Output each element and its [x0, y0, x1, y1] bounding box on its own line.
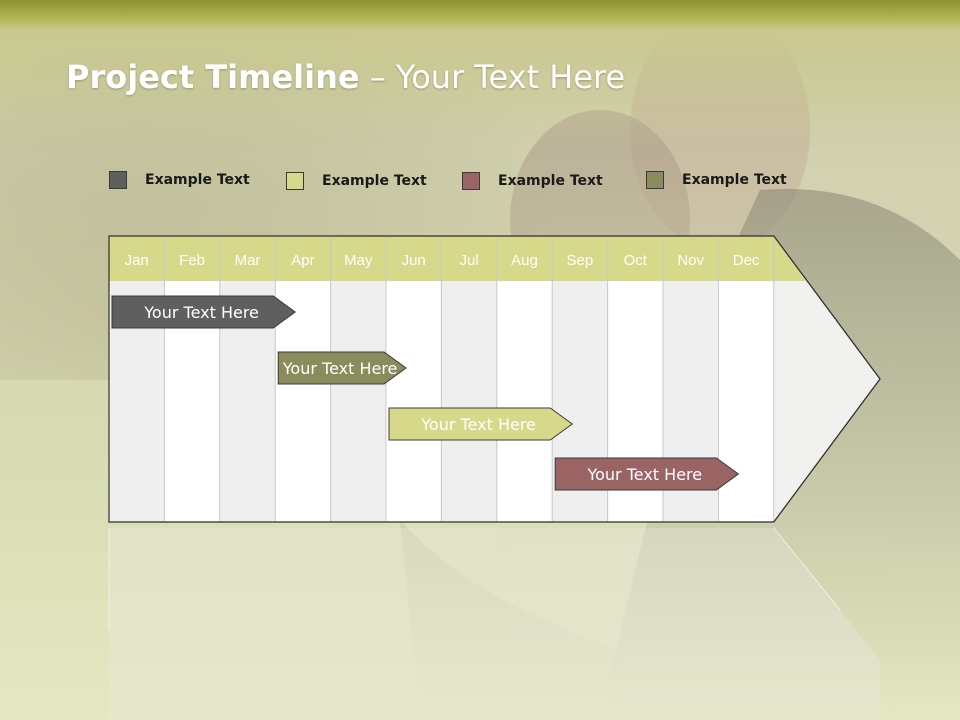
- month-column: [331, 281, 386, 521]
- task-bar-label: Your Text Here: [143, 303, 259, 322]
- month-column: [718, 281, 774, 521]
- task-bar-label: Your Text Here: [282, 359, 398, 378]
- month-label: Mar: [235, 252, 261, 269]
- month-label: Feb: [179, 252, 205, 269]
- title-bold: Project Timeline: [66, 58, 360, 96]
- legend-swatch: [109, 171, 127, 189]
- month-label: Sep: [567, 252, 594, 269]
- reflection-edge: [773, 527, 841, 611]
- task-bar: [388, 407, 574, 441]
- month-label: May: [344, 252, 373, 269]
- month-column: [497, 281, 552, 521]
- month-label: Oct: [624, 252, 648, 269]
- legend-swatch: [286, 172, 304, 190]
- timeline-outline: [108, 235, 881, 523]
- month-column: [275, 281, 331, 521]
- month-label: Aug: [511, 252, 538, 269]
- month-header-band: [109, 236, 806, 281]
- title-rest: – Your Text Here: [359, 58, 626, 96]
- legend-label: Example Text: [322, 173, 427, 189]
- task-bar-label: Your Text Here: [420, 415, 536, 434]
- task-bar-label: Your Text Here: [586, 465, 702, 484]
- month-column: [441, 281, 497, 521]
- legend-label: Example Text: [145, 172, 250, 188]
- month-label: Apr: [291, 252, 314, 269]
- timeline-reflection: [109, 528, 880, 720]
- month-label: Jun: [402, 252, 426, 269]
- legend-swatch: [646, 171, 664, 189]
- task-bar: [554, 457, 740, 491]
- month-label: Jul: [460, 252, 479, 269]
- legend-label: Example Text: [682, 172, 787, 188]
- month-label: Dec: [733, 252, 760, 269]
- page-title: Project Timeline – Your Text Here: [66, 58, 625, 96]
- task-bar: [277, 351, 407, 385]
- month-column: [386, 281, 441, 521]
- task-bar: [111, 295, 297, 329]
- legend-label: Example Text: [498, 173, 603, 189]
- legend-swatch: [462, 172, 480, 190]
- month-label: Nov: [677, 252, 704, 269]
- month-label: Jan: [125, 252, 149, 269]
